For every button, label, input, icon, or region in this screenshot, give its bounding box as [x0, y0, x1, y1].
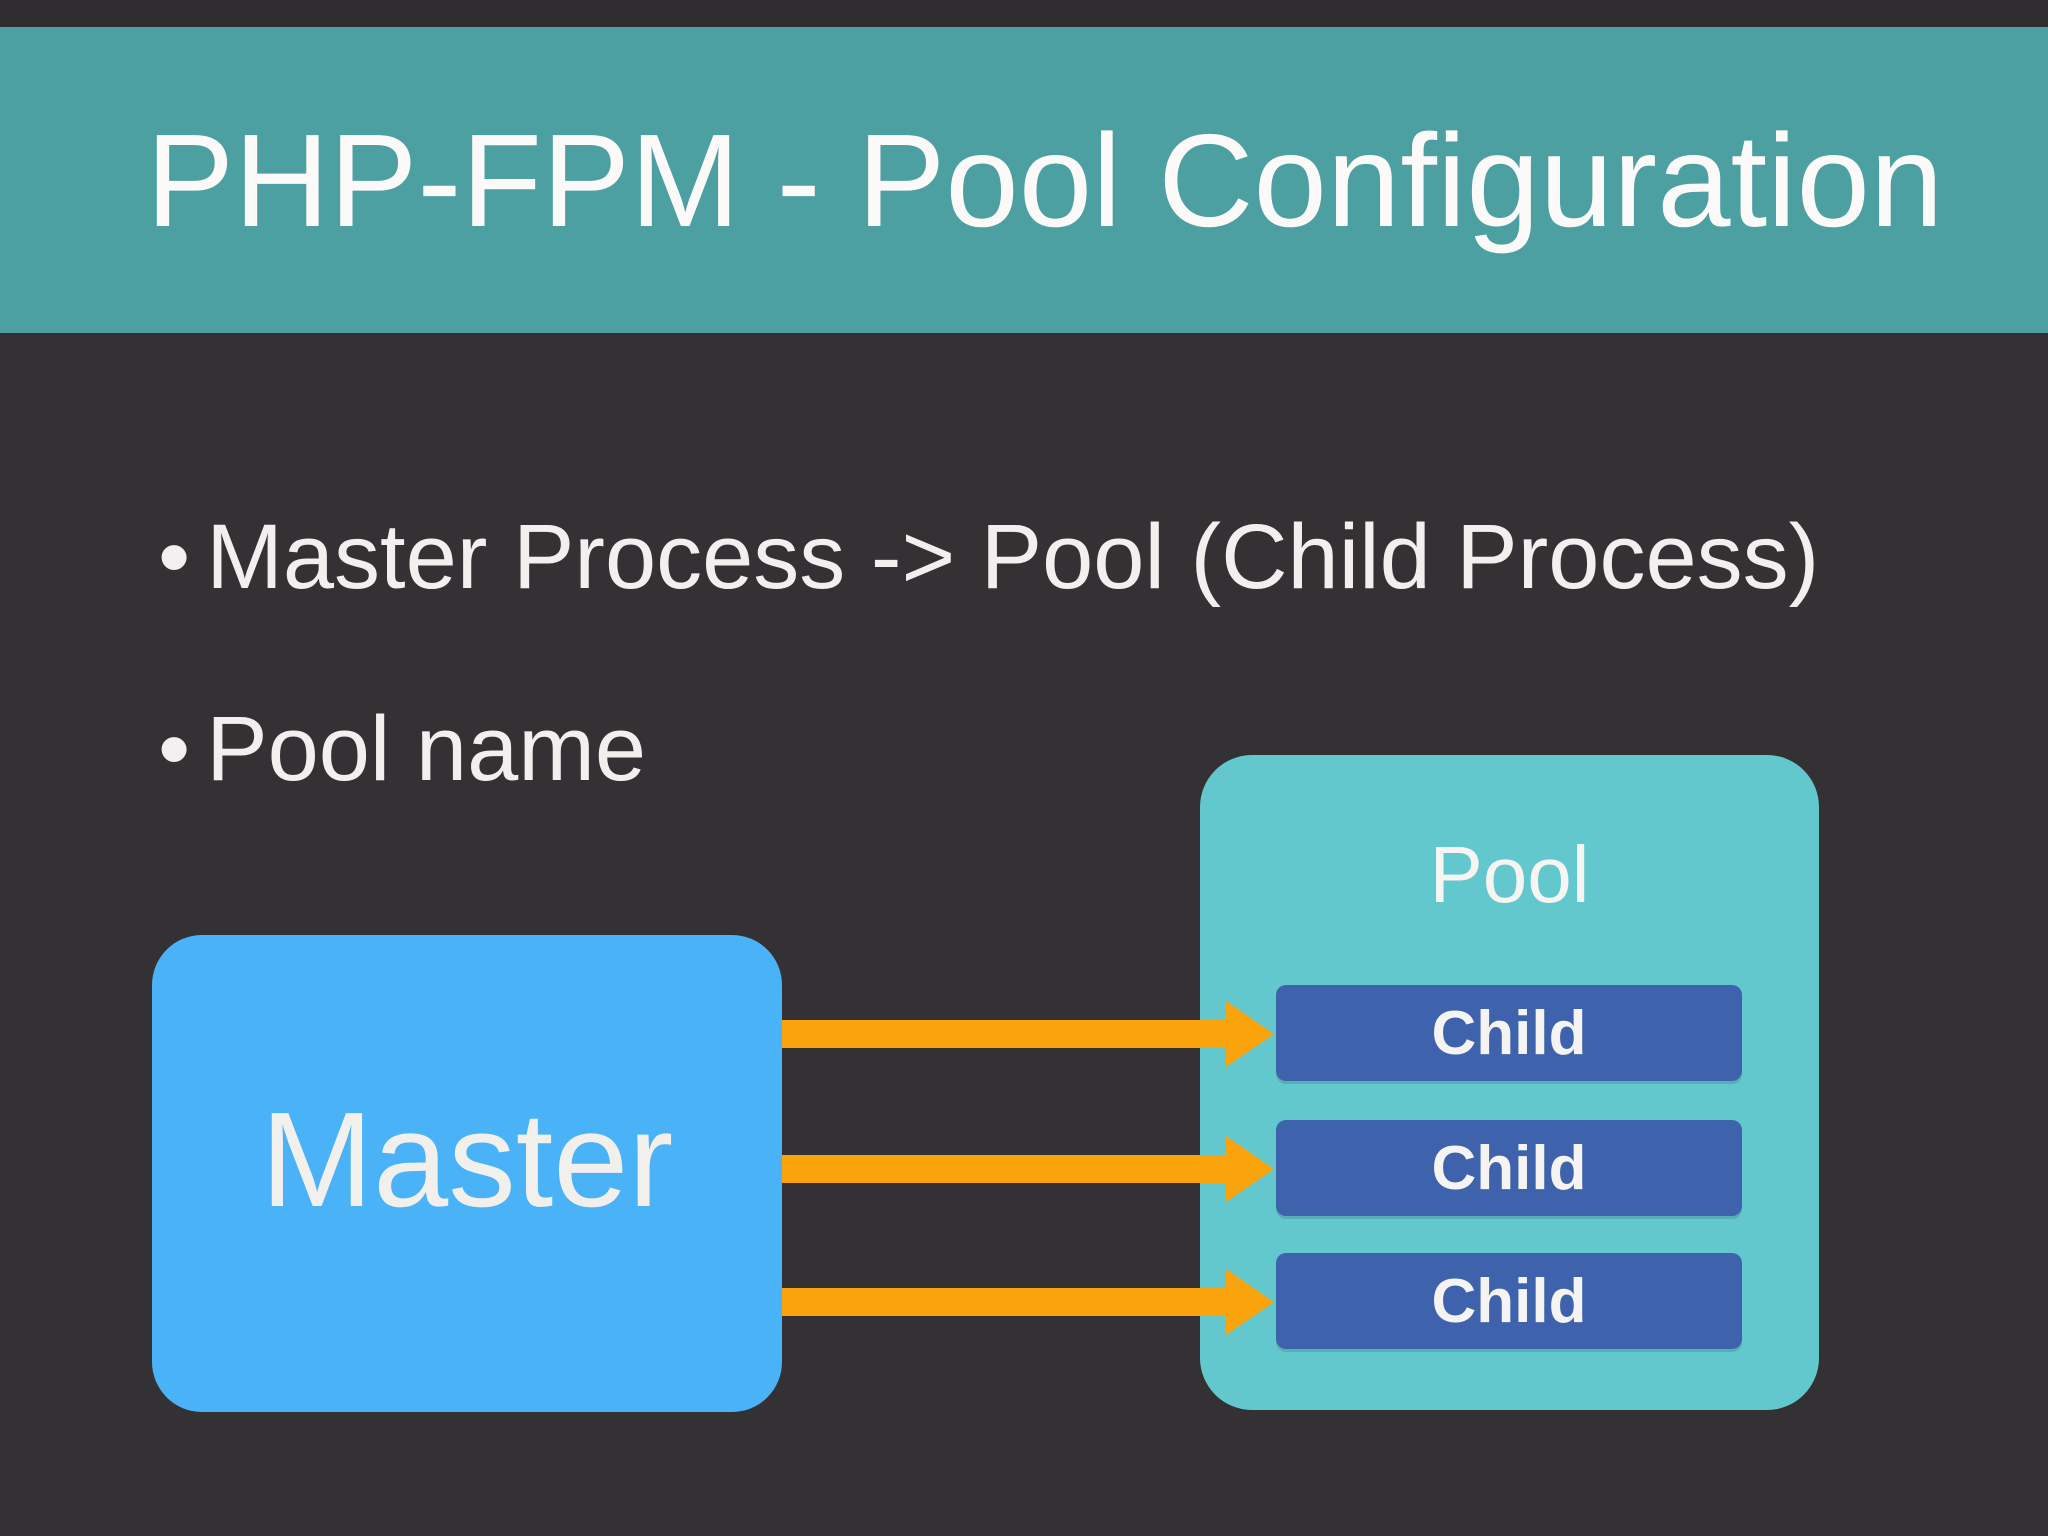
arrow-head-icon — [1226, 1269, 1274, 1335]
master-box: Master — [152, 935, 782, 1412]
slide-title: PHP-FPM - Pool Configuration — [146, 106, 1944, 254]
arrow-shaft — [779, 1155, 1226, 1183]
arrow-head-icon — [1226, 1001, 1274, 1067]
child-box-2: Child — [1276, 1120, 1742, 1216]
top-strip — [0, 0, 2048, 27]
arrow-master-to-child-2 — [779, 1136, 1274, 1202]
bullet-text: Pool name — [206, 698, 647, 800]
child-box-1: Child — [1276, 985, 1742, 1081]
pool-box: Pool Child Child Child — [1200, 755, 1819, 1410]
bullet-item-pool-name: • Pool name — [158, 694, 646, 804]
child-label: Child — [1431, 998, 1587, 1068]
arrow-head-icon — [1226, 1136, 1274, 1202]
bullet-dot: • — [158, 698, 191, 800]
bullet-text: Master Process -> Pool (Child Process) — [206, 506, 1820, 608]
child-box-3: Child — [1276, 1253, 1742, 1349]
arrow-shaft — [779, 1020, 1226, 1048]
bullet-dot: • — [158, 506, 191, 608]
pool-label: Pool — [1429, 830, 1590, 919]
child-label: Child — [1431, 1133, 1587, 1203]
arrow-shaft — [779, 1288, 1226, 1316]
arrow-master-to-child-3 — [779, 1269, 1274, 1335]
bullet-item-master-process: • Master Process -> Pool (Child Process) — [158, 502, 1819, 612]
master-label: Master — [260, 1084, 674, 1235]
arrow-master-to-child-1 — [779, 1001, 1274, 1067]
header-bar: PHP-FPM - Pool Configuration — [0, 27, 2048, 333]
child-label: Child — [1431, 1266, 1587, 1336]
